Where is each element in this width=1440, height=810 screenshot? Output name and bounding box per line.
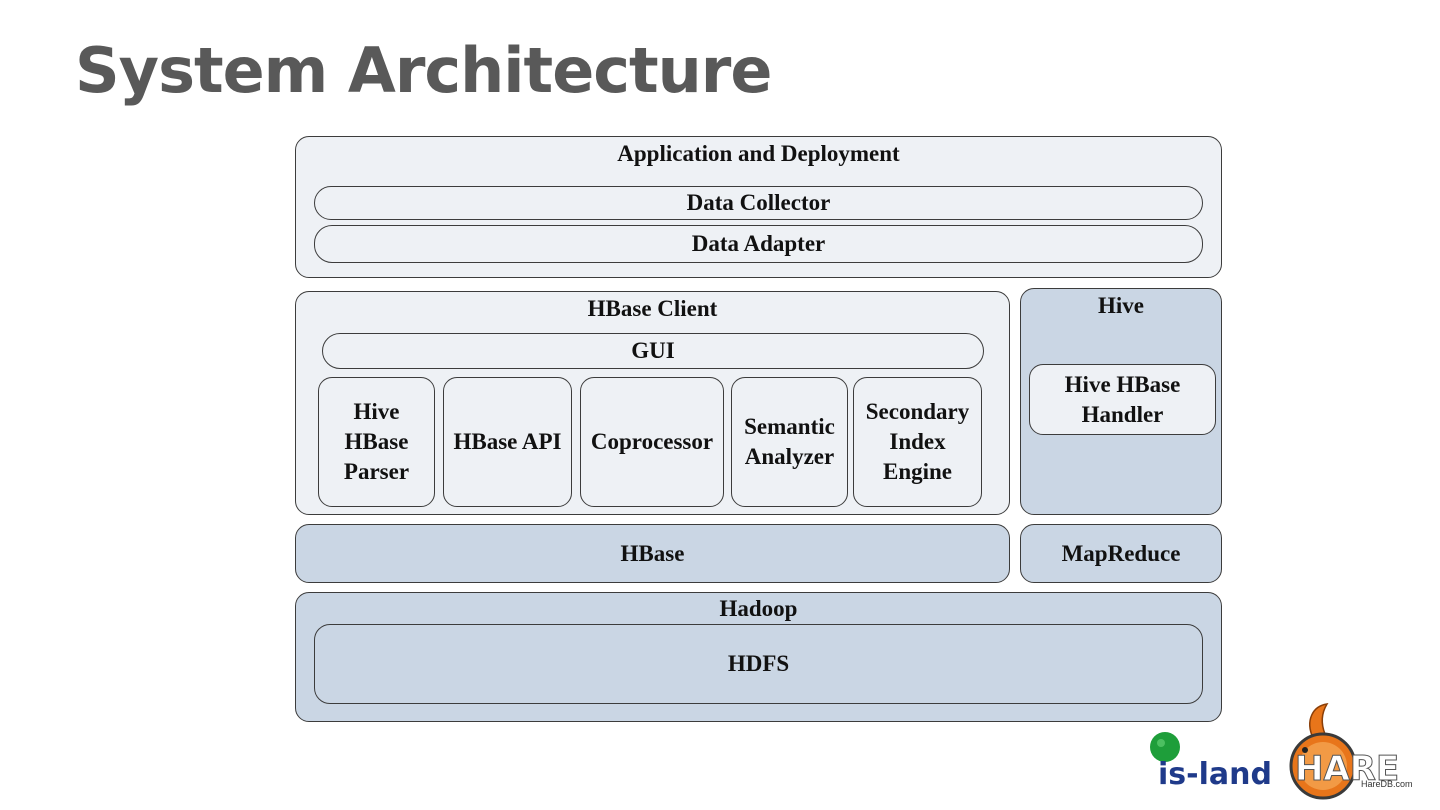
data-adapter-label: Data Adapter — [691, 231, 826, 256]
hive-layer: Hive Hive HBase Handler — [1020, 288, 1222, 515]
hdfs-label: HDFS — [727, 651, 790, 676]
gui-label: GUI — [631, 338, 675, 363]
hbase-api-box: HBase API — [443, 377, 572, 507]
mapreduce-layer: MapReduce — [1020, 524, 1222, 583]
hive-hbase-parser-box: Hive HBase Parser — [318, 377, 435, 507]
application-deployment-title: Application and Deployment — [617, 141, 900, 166]
data-collector-label: Data Collector — [686, 190, 831, 215]
hbase-client-title: HBase Client — [587, 296, 718, 321]
hive-title: Hive — [1098, 293, 1144, 318]
island-logo-text: is-land — [1158, 757, 1272, 790]
hadoop-layer: Hadoop HDFS — [295, 592, 1222, 722]
semantic-analyzer-label: Semantic Analyzer — [744, 414, 835, 469]
hive-hbase-parser-label: Hive HBase Parser — [343, 399, 410, 484]
hare-logo: HARE HareDB.com — [1275, 700, 1425, 800]
slide-title: System Architecture — [75, 34, 772, 107]
hbase-layer: HBase — [295, 524, 1010, 583]
hbase-client-layer: HBase Client GUI Hive HBase Parser HBase… — [295, 291, 1010, 515]
hbase-label: HBase — [620, 540, 685, 566]
island-logo: is-land — [1148, 730, 1278, 792]
secondary-index-engine-box: Secondary Index Engine — [853, 377, 982, 507]
hdfs-box: HDFS — [314, 624, 1203, 704]
application-deployment-layer: Application and Deployment Data Collecto… — [295, 136, 1222, 278]
hadoop-title: Hadoop — [719, 596, 798, 621]
hive-hbase-handler-box: Hive HBase Handler — [1029, 364, 1216, 435]
data-collector-box: Data Collector — [314, 186, 1203, 220]
island-logo-mark: is-land — [1150, 732, 1272, 792]
secondary-index-engine-label: Secondary Index Engine — [865, 399, 970, 484]
hare-logo-url: HareDB.com — [1361, 779, 1413, 789]
semantic-analyzer-box: Semantic Analyzer — [731, 377, 848, 507]
coprocessor-label: Coprocessor — [590, 429, 714, 454]
hare-logo-mark: HARE HareDB.com — [1289, 703, 1413, 800]
gui-box: GUI — [322, 333, 984, 369]
hbase-api-label: HBase API — [453, 429, 562, 454]
coprocessor-box: Coprocessor — [580, 377, 724, 507]
hare-logo-text: HARE — [1295, 749, 1399, 789]
data-adapter-box: Data Adapter — [314, 225, 1203, 263]
mapreduce-label: MapReduce — [1061, 540, 1181, 566]
hive-hbase-handler-label: Hive HBase Handler — [1064, 371, 1181, 427]
